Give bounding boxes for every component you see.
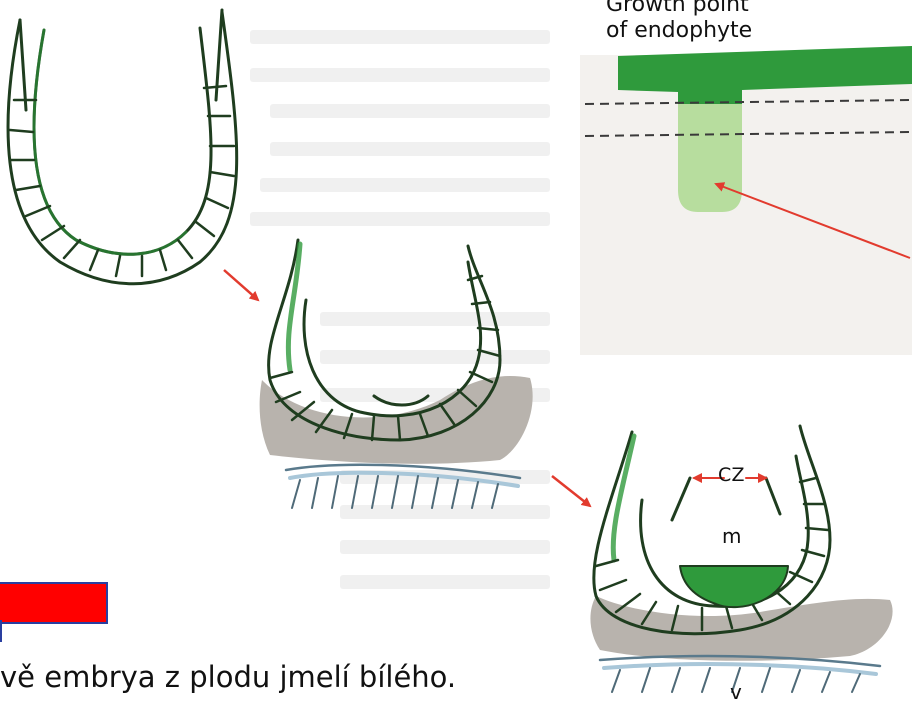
cz-label: CZ xyxy=(718,464,745,486)
meristem-m xyxy=(680,566,788,607)
v-label: v xyxy=(730,680,742,704)
endophyte-inset-panel xyxy=(580,0,912,355)
arrow-stage-2-to-3 xyxy=(552,476,590,506)
m-label: m xyxy=(722,524,742,548)
growth-point-label-line2: of endophyte xyxy=(606,18,752,44)
meristem-cap-2 xyxy=(374,396,428,405)
highlight-red-bar xyxy=(0,582,108,624)
arrow-stage-1-to-2 xyxy=(224,270,258,300)
slide-caption: vě embrya z plodu jmelí bílého. xyxy=(0,660,456,694)
embryo-stage-2 xyxy=(260,240,533,508)
growth-point-label: Growth point of endophyte xyxy=(606,0,752,44)
highlight-bar-connector xyxy=(0,620,8,642)
growth-point-label-line1: Growth point xyxy=(606,0,752,18)
embryo-stage-1 xyxy=(8,10,237,284)
